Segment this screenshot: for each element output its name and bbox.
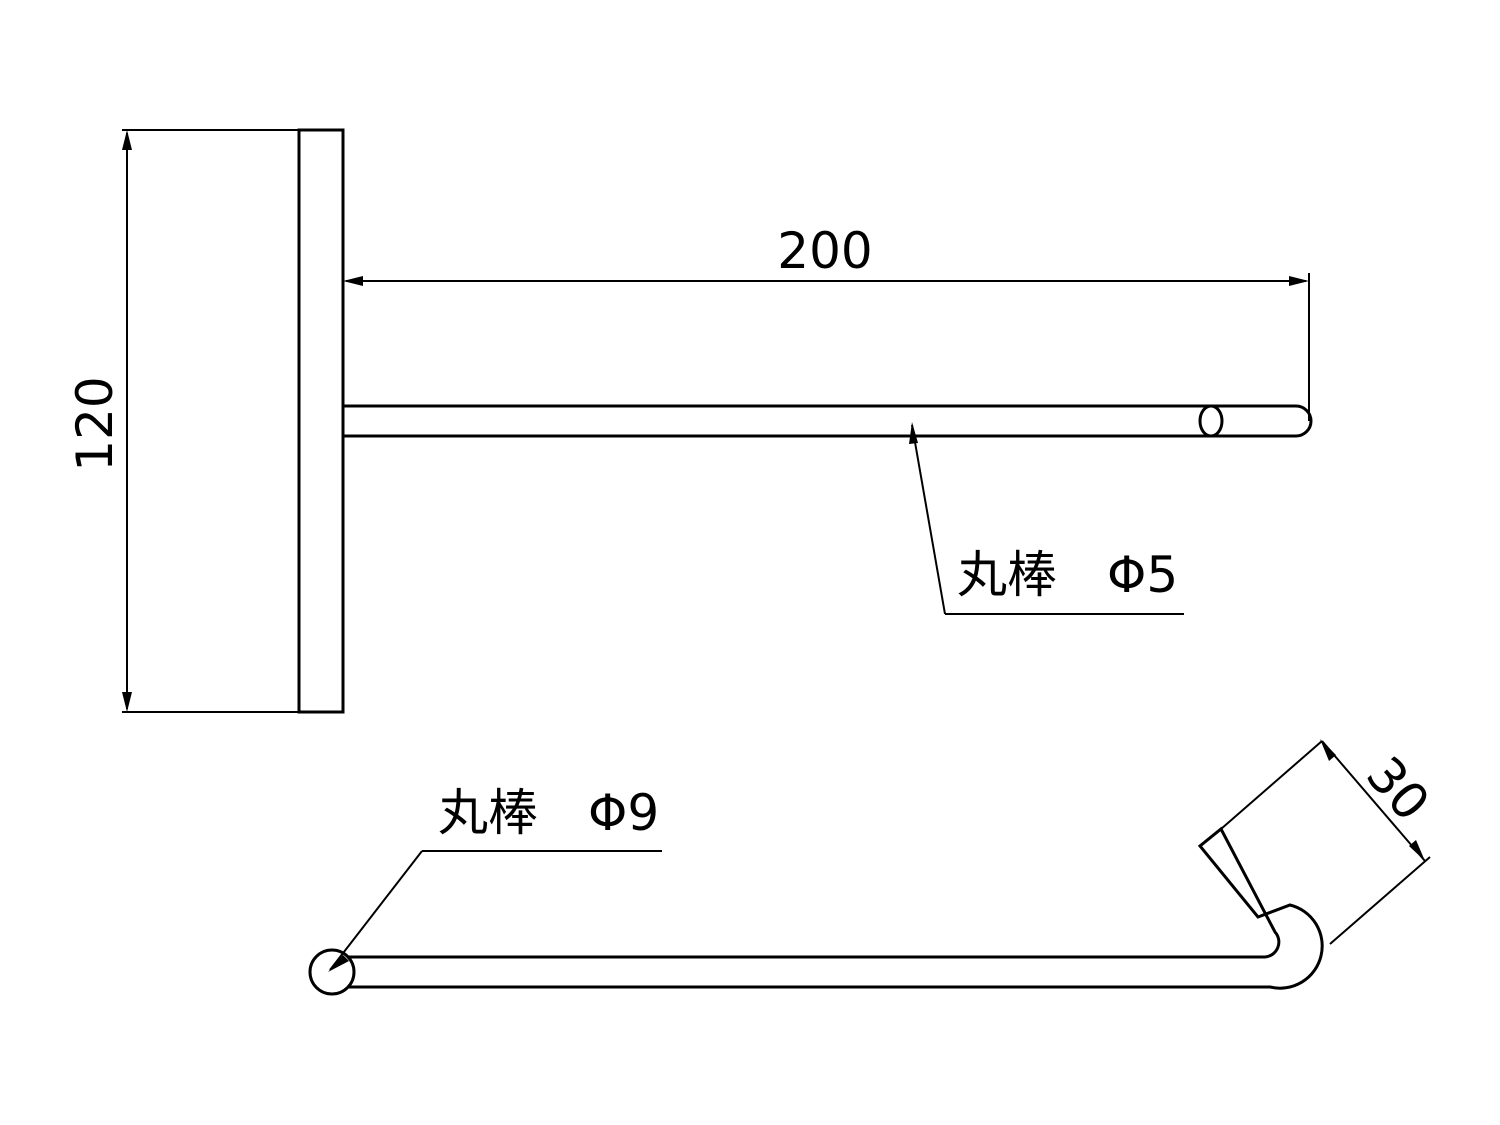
top-view: 120 200 丸棒 Φ5 xyxy=(66,128,1313,714)
dimension-arrow-up xyxy=(1320,739,1336,761)
bend-dimension-label: 30 xyxy=(1355,746,1441,832)
dimension-arrow-up xyxy=(122,130,132,150)
dimension-arrow-left xyxy=(343,276,363,286)
bottom-rod-callout: 丸棒 Φ9 xyxy=(328,784,662,972)
bottom-rod-callout-label: 丸棒 Φ9 xyxy=(438,784,659,842)
leader-arrow xyxy=(909,422,918,444)
height-dimension: 120 xyxy=(66,129,299,713)
leader-arrow xyxy=(328,955,349,972)
rod-front-view xyxy=(347,826,1324,990)
top-rod-callout: 丸棒 Φ5 xyxy=(909,422,1184,615)
dimension-arrow-right xyxy=(1289,276,1309,286)
front-view: 30 丸棒 Φ9 xyxy=(308,739,1441,996)
wall-plate xyxy=(297,128,345,714)
rod-top-view xyxy=(343,404,1313,438)
height-dimension-label: 120 xyxy=(66,376,124,471)
dimension-arrow-down xyxy=(122,692,132,712)
rod-bend-section xyxy=(1198,404,1224,438)
length-dimension: 200 xyxy=(343,222,1310,421)
length-dimension-label: 200 xyxy=(777,222,872,280)
dimension-arrow-down xyxy=(1409,840,1425,861)
rod-end-section xyxy=(308,948,356,996)
top-rod-callout-label: 丸棒 Φ5 xyxy=(957,546,1178,604)
